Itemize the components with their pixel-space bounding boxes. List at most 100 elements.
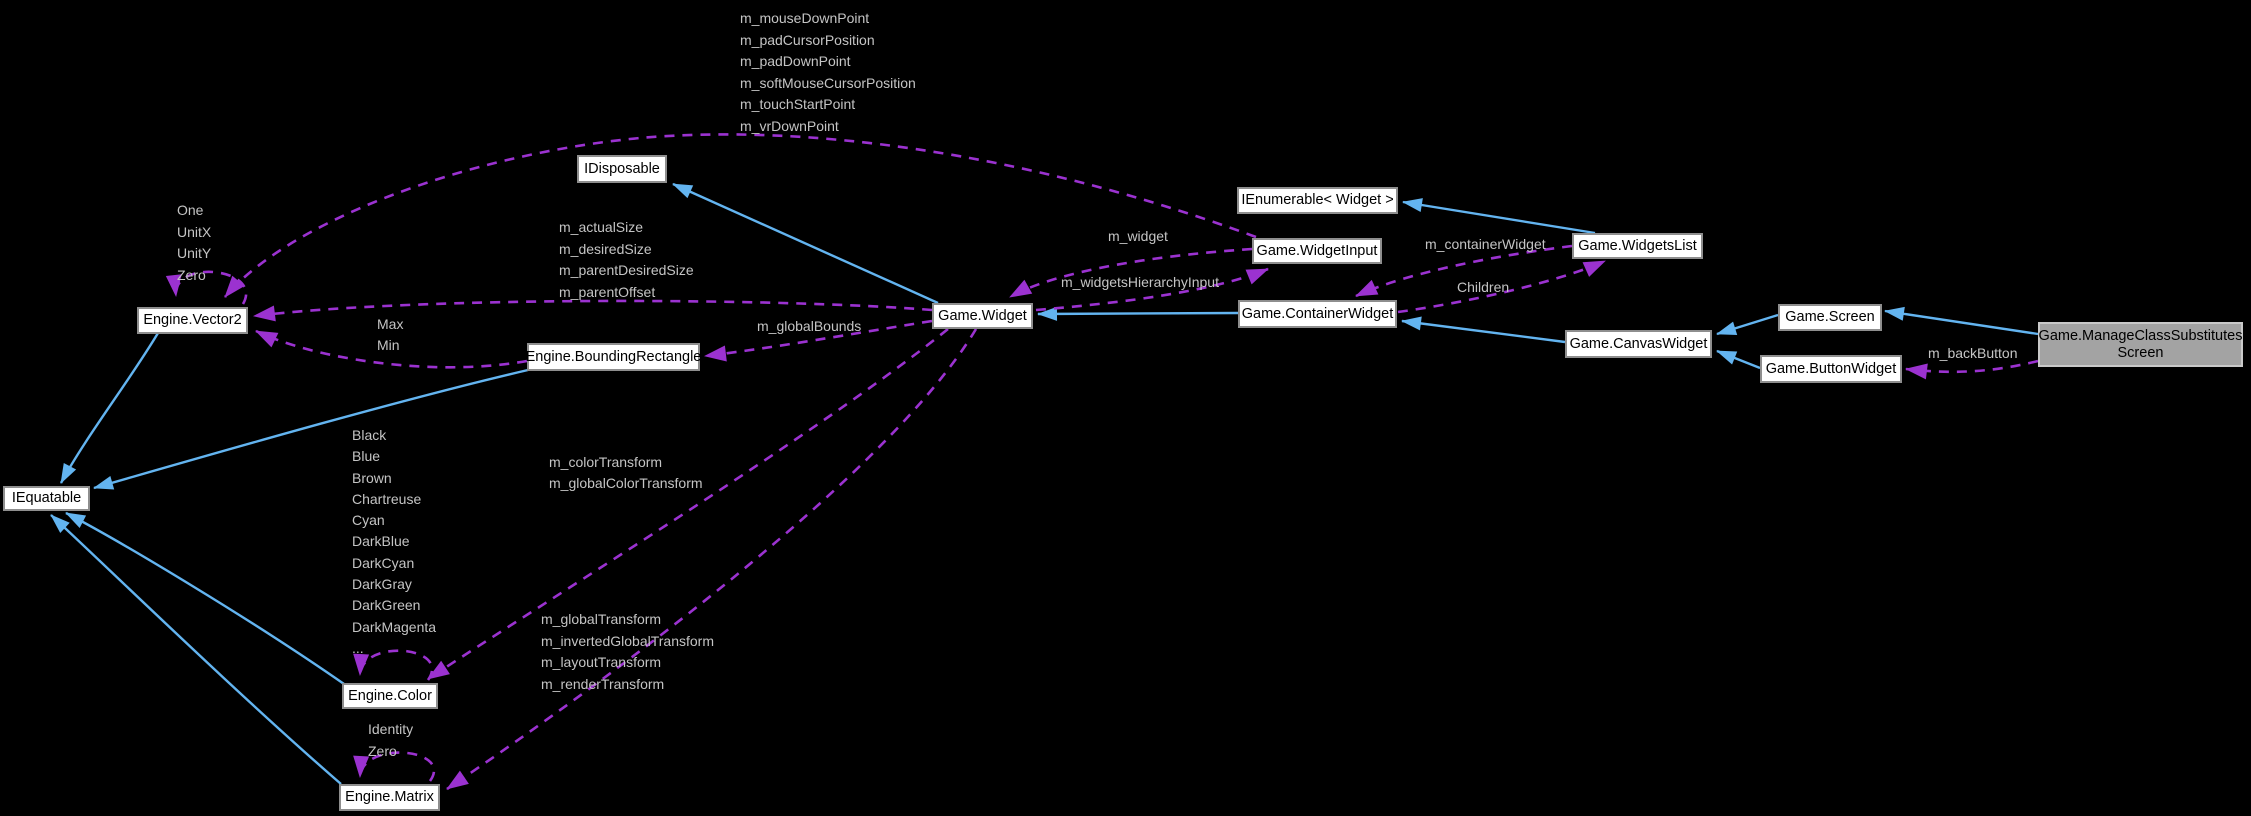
node-ienumerable[interactable]: IEnumerable< Widget > bbox=[1237, 187, 1398, 214]
edge-label-line: Zero bbox=[368, 742, 397, 759]
edge-label-line: m_touchStartPoint bbox=[740, 96, 856, 112]
edge-label-line: m_padCursorPosition bbox=[740, 31, 875, 48]
edge-label-line: DarkCyan bbox=[352, 554, 415, 571]
edge-label-widgetinput-widget: m_widget bbox=[1108, 226, 1168, 247]
node-label: Engine.BoundingRectangle bbox=[525, 348, 702, 365]
edge-canvaswidget-containerwidget bbox=[1401, 316, 1566, 344]
node-screen[interactable]: Game.Screen bbox=[1778, 304, 1882, 331]
node-vector2[interactable]: Engine.Vector2 bbox=[137, 307, 248, 334]
edge-label-line: UnitX bbox=[177, 223, 212, 240]
edge-boundingrectangle-vector2 bbox=[255, 329, 528, 369]
edge-label-line: m_layoutTransform bbox=[541, 654, 662, 670]
edge-widgetslist-ienumerable bbox=[1402, 198, 1596, 235]
edge-matrix-iequatable bbox=[50, 514, 342, 785]
edge-label-line: m_containerWidget bbox=[1425, 236, 1546, 252]
edge-label-line: m_colorTransform bbox=[549, 454, 663, 470]
edge-screen-canvaswidget bbox=[1716, 313, 1779, 336]
edge-matrix-matrix bbox=[353, 751, 436, 782]
node-buttonwidget[interactable]: Game.ButtonWidget bbox=[1760, 355, 1902, 383]
edge-widget-idisposable bbox=[672, 182, 939, 305]
edge-color-iequatable bbox=[65, 511, 345, 685]
edge-label-line: m_globalBounds bbox=[757, 318, 862, 334]
edge-label-line: m_desiredSize bbox=[559, 240, 652, 257]
edge-vector2-vector2 bbox=[165, 270, 248, 305]
node-label: Game.CanvasWidget bbox=[1569, 335, 1708, 352]
edge-label-widgetslist-containerwidget: m_containerWidget bbox=[1425, 234, 1546, 255]
edge-label-line: m_vrDownPoint bbox=[740, 117, 839, 134]
edge-color-color bbox=[353, 649, 434, 681]
edge-widgetinput-vector2 bbox=[224, 133, 1257, 298]
edge-label-line: DarkGreen bbox=[352, 597, 421, 614]
edge-label-line: m_softMouseCursorPosition bbox=[740, 74, 916, 91]
edge-label-manageclasssubstitutesscreen-buttonwidget: m_backButton bbox=[1928, 343, 2018, 364]
edge-label-line: ... bbox=[352, 639, 364, 656]
edge-buttonwidget-canvaswidget bbox=[1716, 349, 1761, 370]
node-label: Game.WidgetsList bbox=[1578, 237, 1697, 254]
edge-label-line: DarkMagenta bbox=[352, 618, 437, 635]
node-boundingrectangle[interactable]: Engine.BoundingRectangle bbox=[525, 343, 702, 371]
node-label: Game.Screen bbox=[1785, 309, 1875, 326]
edge-widget-widgetinput bbox=[1035, 267, 1269, 312]
node-label: IDisposable bbox=[584, 160, 660, 177]
edge-label-line: m_widget bbox=[1108, 228, 1168, 244]
edge-label-line: DarkGray bbox=[352, 576, 412, 593]
edge-label-line: m_widgetsHierarchyInput bbox=[1061, 274, 1219, 290]
edge-widget-matrix bbox=[446, 328, 978, 791]
node-color[interactable]: Engine.Color bbox=[342, 683, 438, 709]
edge-vector2-iequatable bbox=[59, 332, 160, 484]
edge-label-line: UnitY bbox=[177, 245, 212, 261]
edge-label-line: DarkBlue bbox=[352, 533, 410, 550]
edge-label-line: Blue bbox=[352, 448, 381, 465]
node-label: Engine.Vector2 bbox=[143, 312, 242, 329]
edge-label-line: Zero bbox=[177, 266, 206, 283]
edge-label-line: m_actualSize bbox=[559, 219, 644, 235]
node-label: Game.ManageClassSubstitutes bbox=[2038, 328, 2243, 345]
edge-widget-boundingrectangle bbox=[704, 319, 933, 362]
node-containerwidget[interactable]: Game.ContainerWidget bbox=[1238, 300, 1397, 328]
edge-label-line: m_mouseDownPoint bbox=[740, 10, 870, 26]
edge-label-line: Cyan bbox=[352, 512, 385, 529]
edge-label-line: m_backButton bbox=[1928, 345, 2018, 361]
edge-label-line: m_renderTransform bbox=[541, 675, 665, 692]
edge-label-line: Max bbox=[377, 316, 404, 332]
edge-boundingrectangle-iequatable bbox=[93, 368, 529, 490]
edge-label-line: Chartreuse bbox=[352, 490, 422, 507]
edge-label-widget-boundingrectangle: m_globalBounds bbox=[757, 316, 861, 337]
node-iequatable[interactable]: IEquatable bbox=[3, 486, 90, 511]
node-idisposable[interactable]: IDisposable bbox=[577, 155, 667, 183]
edge-label-line: m_globalTransform bbox=[541, 611, 662, 627]
node-label: Game.ButtonWidget bbox=[1765, 360, 1897, 377]
edge-label-widget-widgetinput: m_widgetsHierarchyInput bbox=[1061, 272, 1219, 293]
node-label: IEquatable bbox=[11, 490, 82, 507]
node-label: Game.Widget bbox=[938, 307, 1027, 324]
node-matrix[interactable]: Engine.Matrix bbox=[339, 784, 440, 811]
edge-label-line: Black bbox=[352, 427, 387, 443]
node-label: Game.ContainerWidget bbox=[1241, 305, 1394, 322]
edge-widget-vector2 bbox=[253, 299, 933, 322]
node-widget[interactable]: Game.Widget bbox=[932, 303, 1033, 329]
node-widgetslist[interactable]: Game.WidgetsList bbox=[1572, 233, 1703, 259]
edge-label-widget-vector2: m_actualSize m_desiredSize m_parentDesired… bbox=[559, 217, 694, 303]
edge-label-containerwidget-widgetslist: Children bbox=[1457, 277, 1509, 298]
edge-widgetslist-containerwidget bbox=[1355, 244, 1573, 298]
edge-label-line: m_globalColorTransform bbox=[549, 474, 703, 491]
node-label: Game.WidgetInput bbox=[1256, 242, 1378, 259]
node-label: Engine.Matrix bbox=[345, 789, 434, 806]
edge-label-line: m_invertedGlobalTransform bbox=[541, 632, 714, 649]
edge-label-line: Brown bbox=[352, 469, 392, 486]
edge-label-line: Min bbox=[377, 336, 400, 353]
node-label: IEnumerable< Widget > bbox=[1241, 192, 1394, 209]
node-canvaswidget[interactable]: Game.CanvasWidget bbox=[1565, 330, 1712, 358]
edge-label-line: m_parentDesiredSize bbox=[559, 262, 694, 278]
node-widgetinput[interactable]: Game.WidgetInput bbox=[1252, 238, 1382, 264]
edge-label-line: One bbox=[177, 202, 204, 218]
edge-label-widget-matrix: m_globalTransform m_invertedGlobalTransfo… bbox=[541, 609, 714, 695]
edge-label-line: m_padDownPoint bbox=[740, 53, 851, 69]
